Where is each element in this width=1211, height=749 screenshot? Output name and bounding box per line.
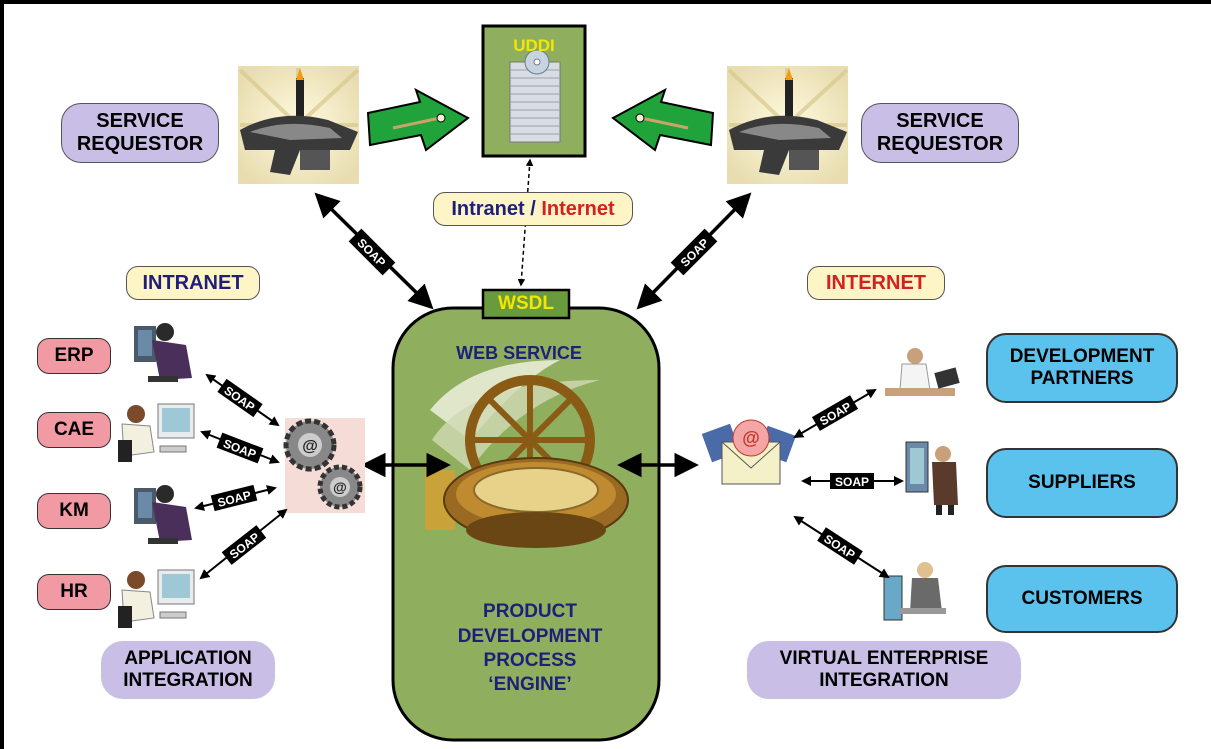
left-soap-link: SOAP xyxy=(200,430,280,464)
app-hr: HR xyxy=(37,574,111,610)
tag-separator: / xyxy=(524,197,542,220)
wsdl-label: WSDL xyxy=(498,293,554,315)
requestor-right-line2: REQUESTOR xyxy=(876,133,1004,155)
suppliers: SUPPLIERS xyxy=(986,448,1178,518)
requestor-left-line2: REQUESTOR xyxy=(76,133,204,155)
computer-user-icon xyxy=(134,323,192,382)
svg-text:@: @ xyxy=(742,428,760,448)
app-erp: ERP xyxy=(37,338,111,374)
businessman-icon xyxy=(905,441,958,515)
intranet-tag: INTRANET xyxy=(126,266,260,300)
left-soap-link: SOAP xyxy=(194,484,277,512)
service-requestor-left: SERVICE REQUESTOR xyxy=(61,103,219,163)
gears-at-icon: @ @ xyxy=(283,418,365,513)
email-envelope-icon: @ xyxy=(701,419,796,485)
soap-badge: SOAP xyxy=(348,228,396,276)
right-soap-link: SOAP xyxy=(793,515,890,579)
virtual-integration-line2: INTEGRATION xyxy=(819,670,949,691)
computer-user-icon xyxy=(118,569,195,628)
svg-text:SOAP: SOAP xyxy=(216,488,252,510)
businessman-icon xyxy=(883,562,946,621)
engine-description: PRODUCT DEVELOPMENT PROCESS ‘ENGINE’ xyxy=(430,590,630,708)
engine-line1: PRODUCT xyxy=(483,601,577,623)
customers: CUSTOMERS xyxy=(986,565,1178,633)
intranet-word: Intranet xyxy=(451,197,525,220)
right-soap-link: SOAP xyxy=(801,473,904,489)
dev-partners-line1: DEVELOPMENT xyxy=(1009,346,1155,368)
oil-rig-icon xyxy=(238,66,360,184)
internet-word: Internet xyxy=(541,197,615,220)
development-partners: DEVELOPMENT PARTNERS xyxy=(986,333,1178,403)
requestor-left-line1: SERVICE xyxy=(96,110,184,132)
computer-user-icon xyxy=(134,485,192,544)
requestor-right-line1: SERVICE xyxy=(896,110,984,132)
dev-partners-line2: PARTNERS xyxy=(1030,368,1134,389)
uddi-box xyxy=(481,24,587,158)
cd-stack-icon xyxy=(509,49,561,143)
application-integration: APPLICATION INTEGRATION xyxy=(101,641,275,699)
engine-gear-icon xyxy=(425,360,629,548)
oil-rig-icon xyxy=(727,66,849,184)
internet-tag: INTERNET xyxy=(807,266,945,300)
svg-text:@: @ xyxy=(302,438,318,455)
service-requestor-right: SERVICE REQUESTOR xyxy=(861,103,1019,163)
virtual-integration-line1: VIRTUAL ENTERPRISE xyxy=(779,648,989,670)
soap-badge: SOAP xyxy=(670,228,718,276)
app-cae: CAE xyxy=(37,412,111,448)
right-soap-link: SOAP xyxy=(793,388,877,439)
web-service-header: WEB SERVICE xyxy=(456,342,582,363)
arrow-left-icon xyxy=(611,87,715,152)
svg-text:SOAP: SOAP xyxy=(835,475,869,489)
engine-line3: PROCESS xyxy=(483,650,577,671)
app-integration-line1: APPLICATION xyxy=(124,648,252,670)
uddi-label: UDDI xyxy=(513,36,555,55)
left-soap-link: SOAP xyxy=(205,373,280,427)
app-km: KM xyxy=(37,493,111,529)
businessman-icon xyxy=(885,348,960,396)
engine-line4: ‘ENGINE’ xyxy=(488,674,572,696)
computer-user-icon xyxy=(118,403,195,462)
intranet-internet-tag: Intranet / Internet xyxy=(433,192,633,226)
left-soap-link: SOAP xyxy=(199,508,288,580)
arrow-right-icon xyxy=(366,87,470,152)
svg-text:@: @ xyxy=(333,479,347,495)
engine-line2: DEVELOPMENT xyxy=(457,625,603,647)
app-integration-line2: INTEGRATION xyxy=(123,670,253,691)
virtual-enterprise-integration: VIRTUAL ENTERPRISE INTEGRATION xyxy=(747,641,1021,699)
